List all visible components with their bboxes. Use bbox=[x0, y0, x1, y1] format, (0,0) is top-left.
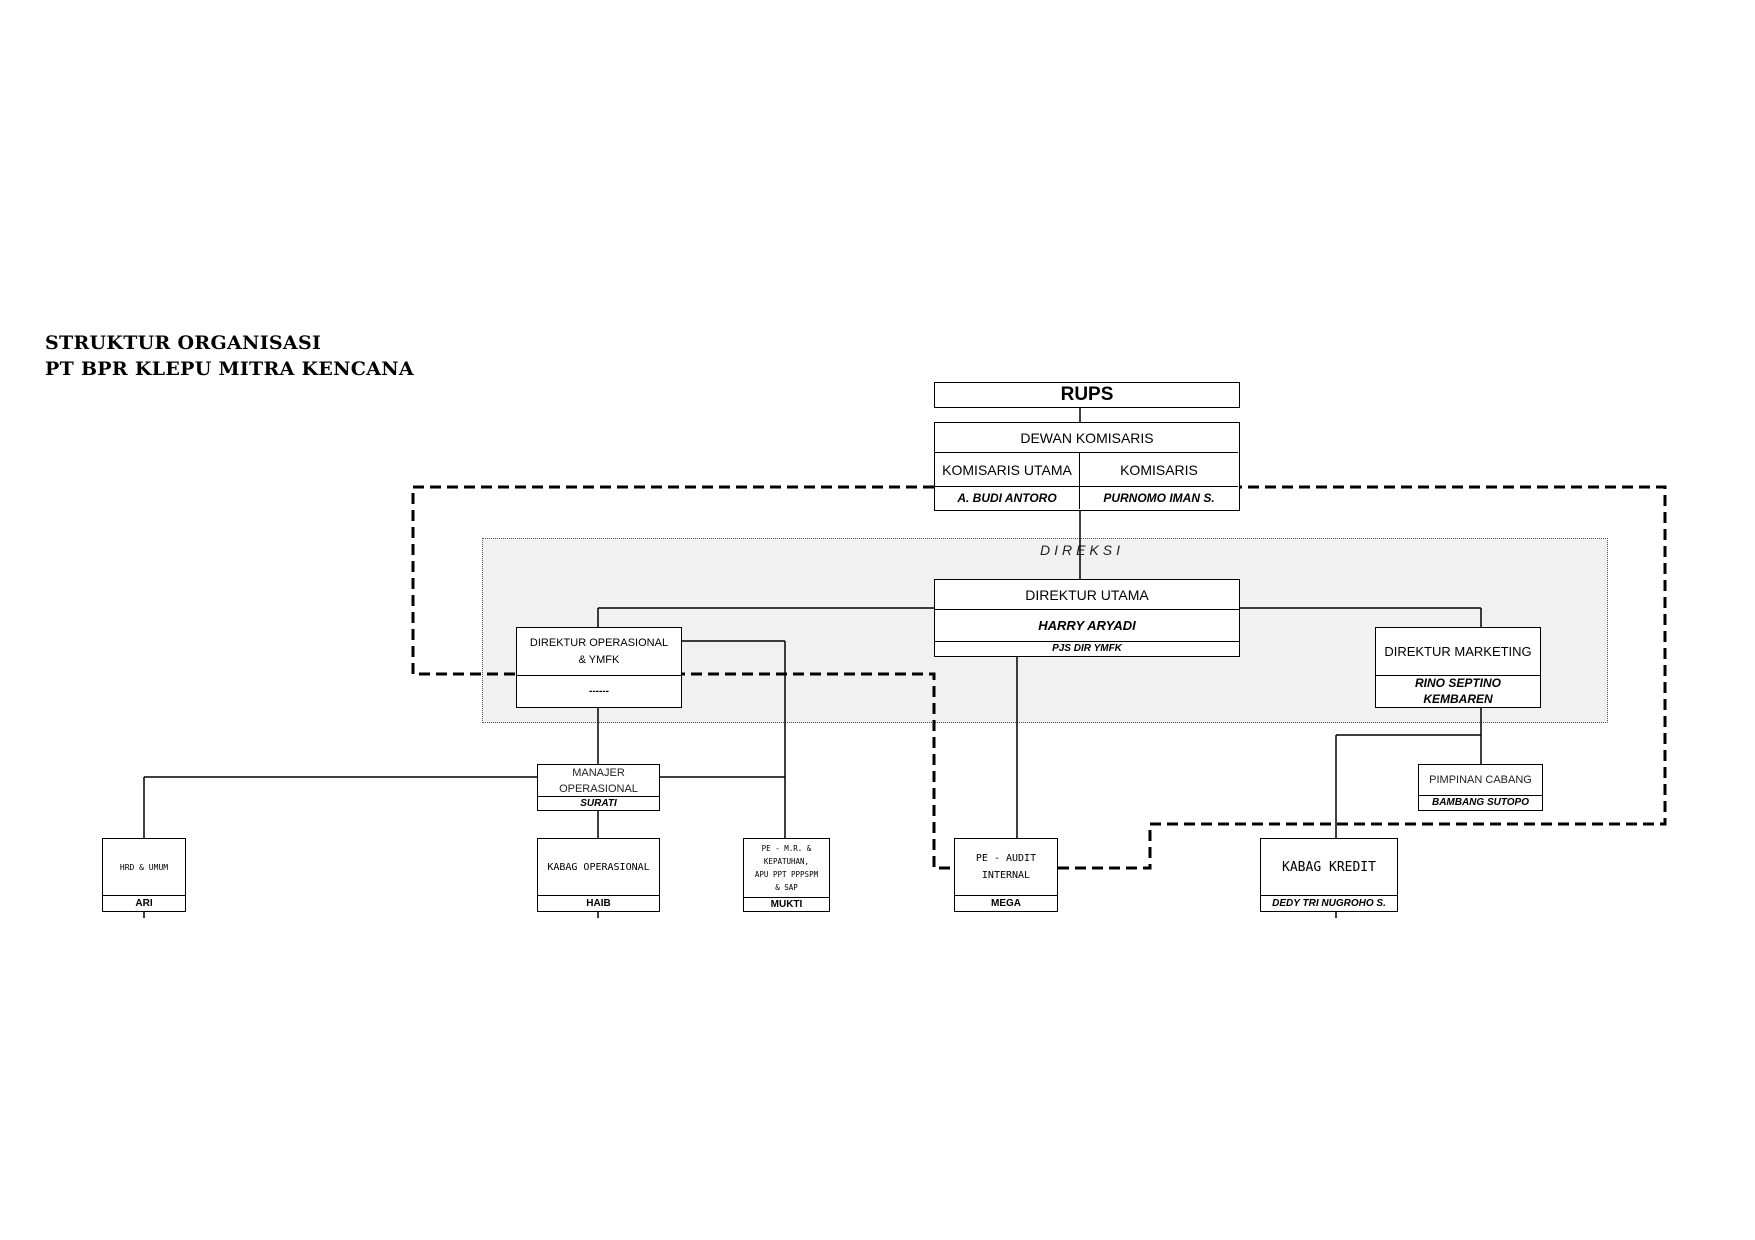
pe-mr-kepatuhan-title: PE - M.R. & KEPATUHAN, APU PPT PPPSPM & … bbox=[744, 839, 829, 897]
pe-mr-line-4: & SAP bbox=[775, 883, 798, 892]
komisaris-title: KOMISARIS bbox=[1079, 452, 1238, 486]
direktur-marketing-name-line-2: KEMBAREN bbox=[1423, 692, 1493, 706]
pe-mr-line-2: KEPATUHAN, bbox=[763, 857, 810, 866]
komisaris-utama-title: KOMISARIS UTAMA bbox=[935, 452, 1079, 486]
direktur-utama-box: DIREKTUR UTAMA HARRY ARYADI PJS DIR YMFK bbox=[934, 579, 1240, 657]
pimpinan-cabang-name: BAMBANG SUTOPO bbox=[1419, 795, 1542, 809]
direktur-utama-note: PJS DIR YMFK bbox=[935, 641, 1239, 655]
direktur-marketing-name-line-1: RINO SEPTINO bbox=[1414, 676, 1501, 690]
direktur-operasional-title: DIREKTUR OPERASIONAL & YMFK bbox=[517, 628, 681, 675]
manajer-operasional-title: MANAJER OPERASIONAL bbox=[538, 765, 659, 796]
pe-audit-internal-title: PE - AUDIT INTERNAL bbox=[955, 839, 1057, 895]
kabag-operasional-name: HAIB bbox=[538, 895, 659, 910]
dewan-komisaris-header: DEWAN KOMISARIS bbox=[1020, 429, 1154, 446]
pe-mr-line-1: PE - M.R. & bbox=[761, 844, 812, 853]
direktur-utama-name: HARRY ARYADI bbox=[935, 609, 1239, 641]
manajer-operasional-title-line-2: OPERASIONAL bbox=[559, 782, 638, 795]
pimpinan-cabang-title: PIMPINAN CABANG bbox=[1429, 774, 1532, 786]
manajer-operasional-box: MANAJER OPERASIONAL SURATI bbox=[537, 764, 660, 811]
title-line-1: STRUKTUR ORGANISASI bbox=[45, 332, 322, 354]
komisaris-utama-name: A. BUDI ANTORO bbox=[935, 486, 1079, 509]
dewan-komisaris-box: DEWAN KOMISARIS KOMISARIS UTAMA KOMISARI… bbox=[934, 422, 1240, 511]
rups-box: RUPS bbox=[934, 382, 1240, 408]
kabag-operasional-box: KABAG OPERASIONAL HAIB bbox=[537, 838, 660, 912]
rups-label: RUPS bbox=[1060, 384, 1114, 405]
manajer-operasional-title-line-1: MANAJER bbox=[572, 766, 625, 779]
pe-audit-line-1: PE - AUDIT bbox=[975, 853, 1037, 864]
direktur-operasional-box: DIREKTUR OPERASIONAL & YMFK ------ bbox=[516, 627, 682, 708]
pe-audit-line-2: INTERNAL bbox=[981, 870, 1031, 881]
komisaris-name: PURNOMO IMAN S. bbox=[1079, 486, 1238, 509]
page-title: STRUKTUR ORGANISASI PT BPR KLEPU MITRA K… bbox=[45, 330, 414, 382]
direktur-utama-title: DIREKTUR UTAMA bbox=[1025, 586, 1149, 603]
pe-mr-kepatuhan-box: PE - M.R. & KEPATUHAN, APU PPT PPPSPM & … bbox=[743, 838, 830, 912]
direktur-marketing-name: RINO SEPTINO KEMBAREN bbox=[1376, 675, 1540, 706]
kabag-kredit-title: KABAG KREDIT bbox=[1282, 859, 1376, 875]
pe-audit-internal-name: MEGA bbox=[955, 895, 1057, 910]
kabag-kredit-box: KABAG KREDIT DEDY TRI NUGROHO S. bbox=[1260, 838, 1398, 912]
direktur-operasional-title-line-2: & YMFK bbox=[578, 653, 620, 666]
hrd-umum-box: HRD & UMUM ARI bbox=[102, 838, 186, 912]
direktur-operasional-title-line-1: DIREKTUR OPERASIONAL bbox=[529, 636, 669, 649]
hrd-umum-name: ARI bbox=[103, 895, 185, 910]
hrd-umum-title: HRD & UMUM bbox=[119, 862, 169, 872]
kabag-kredit-name: DEDY TRI NUGROHO S. bbox=[1261, 895, 1397, 910]
title-line-2: PT BPR KLEPU MITRA KENCANA bbox=[45, 358, 414, 380]
manajer-operasional-name: SURATI bbox=[538, 796, 659, 809]
direktur-operasional-name: ------ bbox=[517, 675, 681, 706]
direktur-marketing-box: DIREKTUR MARKETING RINO SEPTINO KEMBAREN bbox=[1375, 627, 1541, 708]
pimpinan-cabang-box: PIMPINAN CABANG BAMBANG SUTOPO bbox=[1418, 764, 1543, 811]
kabag-operasional-title: KABAG OPERASIONAL bbox=[547, 861, 650, 873]
pe-mr-line-3: APU PPT PPPSPM bbox=[754, 870, 819, 879]
direktur-marketing-title: DIREKTUR MARKETING bbox=[1384, 644, 1532, 659]
pe-mr-kepatuhan-name: MUKTI bbox=[744, 897, 829, 910]
pe-audit-internal-box: PE - AUDIT INTERNAL MEGA bbox=[954, 838, 1058, 912]
